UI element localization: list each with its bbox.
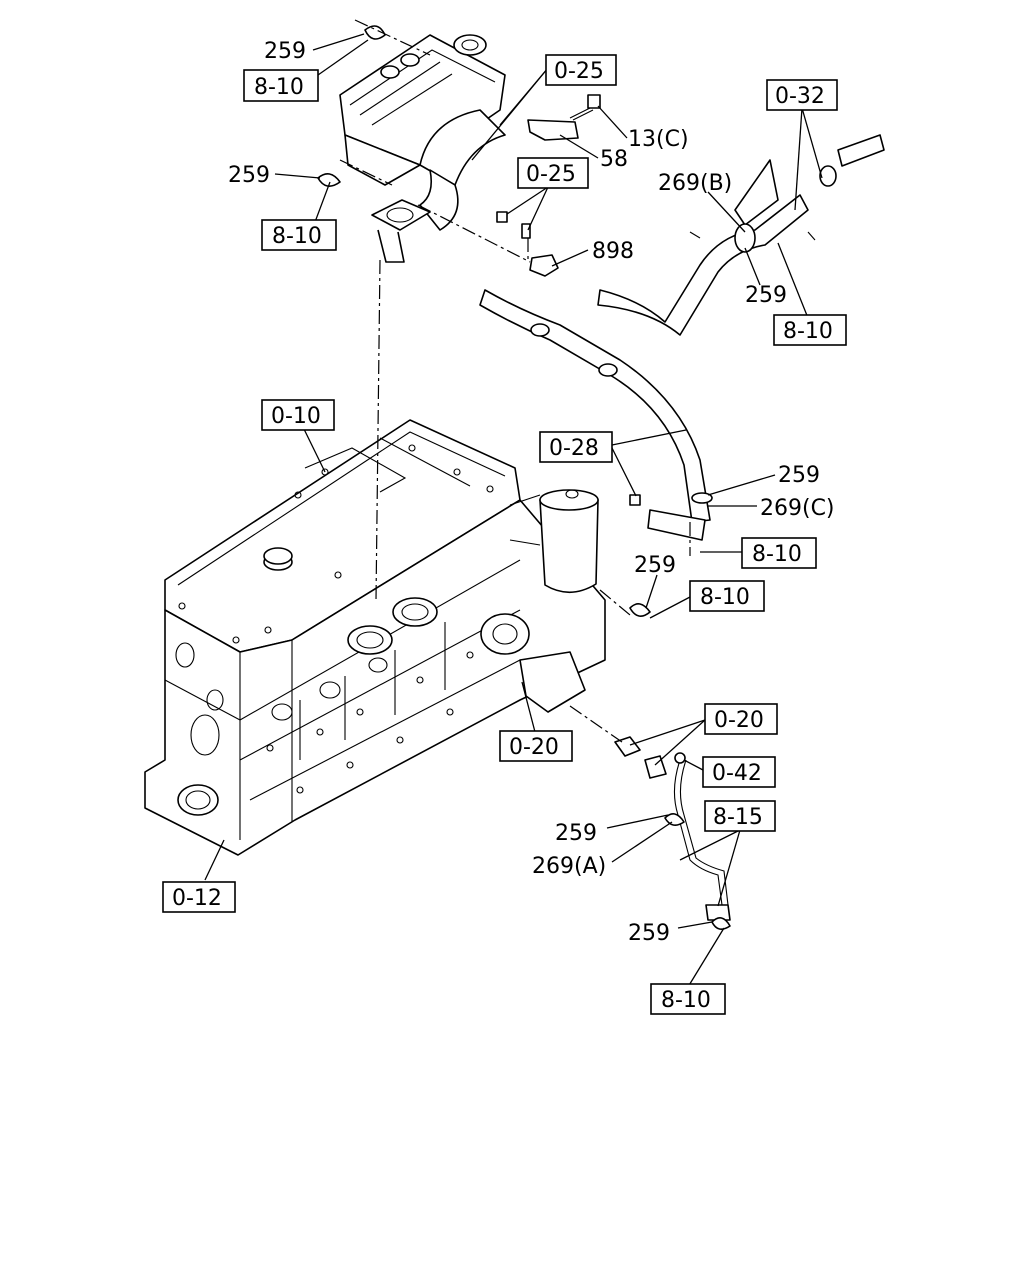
ref-box-0-25-mid <box>517 157 589 189</box>
label-269c: 269(C) <box>760 496 835 521</box>
label-259-bottom: 259 <box>628 921 670 946</box>
ref-8-10-midright: 8-10 <box>700 585 750 610</box>
bolt-0-25 <box>496 211 508 223</box>
ref-8-10-mid: 8-10 <box>752 542 802 567</box>
ref-0-32: 0-32 <box>775 84 825 109</box>
label-259-top: 259 <box>264 39 306 64</box>
engine-block <box>144 419 606 856</box>
label-898: 898 <box>592 239 634 264</box>
ref-box-0-42 <box>702 756 776 788</box>
ref-box-8-10-right <box>773 314 847 346</box>
ref-box-0-12 <box>162 881 236 913</box>
bracket-58 <box>527 119 579 141</box>
bolt-0-25-b <box>521 223 531 239</box>
ref-0-25-top: 0-25 <box>554 59 604 84</box>
ref-box-0-25-top <box>545 54 617 86</box>
clamp-259-top <box>364 25 386 40</box>
ref-box-0-10 <box>261 399 335 431</box>
ref-8-15: 8-15 <box>713 805 763 830</box>
label-13c: 13(C) <box>628 127 689 152</box>
clamp-259-mid <box>629 603 651 617</box>
ref-0-42: 0-42 <box>712 761 762 786</box>
ref-0-10: 0-10 <box>271 404 321 429</box>
label-58: 58 <box>600 147 628 172</box>
ref-box-0-20-left <box>499 730 573 762</box>
ref-8-10-top: 8-10 <box>254 75 304 100</box>
ref-box-0-28 <box>539 431 613 463</box>
callout-labels: 259 8-10 0-25 13(C) 58 0-25 259 8-10 898… <box>162 39 847 1015</box>
ref-0-25-mid: 0-25 <box>526 162 576 187</box>
ref-box-0-20-right <box>704 703 778 735</box>
label-259-right: 259 <box>745 283 787 308</box>
upper-water-pipe <box>597 134 885 336</box>
ref-0-12: 0-12 <box>172 886 222 911</box>
ref-box-0-32 <box>766 79 838 111</box>
leader-lines <box>204 33 823 988</box>
ref-0-20-left: 0-20 <box>509 735 559 760</box>
ref-8-10-left: 8-10 <box>272 224 322 249</box>
ref-box-8-10-bottom <box>650 983 726 1015</box>
ref-8-10-right: 8-10 <box>783 319 833 344</box>
ref-box-8-10-midright <box>689 580 765 612</box>
label-259-midleft: 259 <box>634 553 676 578</box>
assembly-lines <box>339 19 691 743</box>
clamp-259-left <box>317 173 341 187</box>
ref-box-8-10-mid <box>741 537 817 569</box>
clip-898 <box>529 254 559 277</box>
label-259-mid: 259 <box>778 463 820 488</box>
label-269a: 269(A) <box>532 854 606 879</box>
ref-0-28: 0-28 <box>549 436 599 461</box>
clamp-259-bottom <box>711 917 731 930</box>
ref-box-8-15 <box>704 800 776 832</box>
middle-water-pipe <box>479 289 713 541</box>
ref-8-10-bottom: 8-10 <box>661 988 711 1013</box>
label-259-left: 259 <box>228 163 270 188</box>
thermostat-housing-assembly <box>339 34 506 263</box>
label-259-low: 259 <box>555 821 597 846</box>
ref-box-8-10-left <box>261 219 337 251</box>
bolt-13c <box>569 94 601 121</box>
ref-0-20-right: 0-20 <box>714 708 764 733</box>
ref-box-8-10-top <box>243 69 319 102</box>
label-269b: 269(B) <box>658 171 732 196</box>
